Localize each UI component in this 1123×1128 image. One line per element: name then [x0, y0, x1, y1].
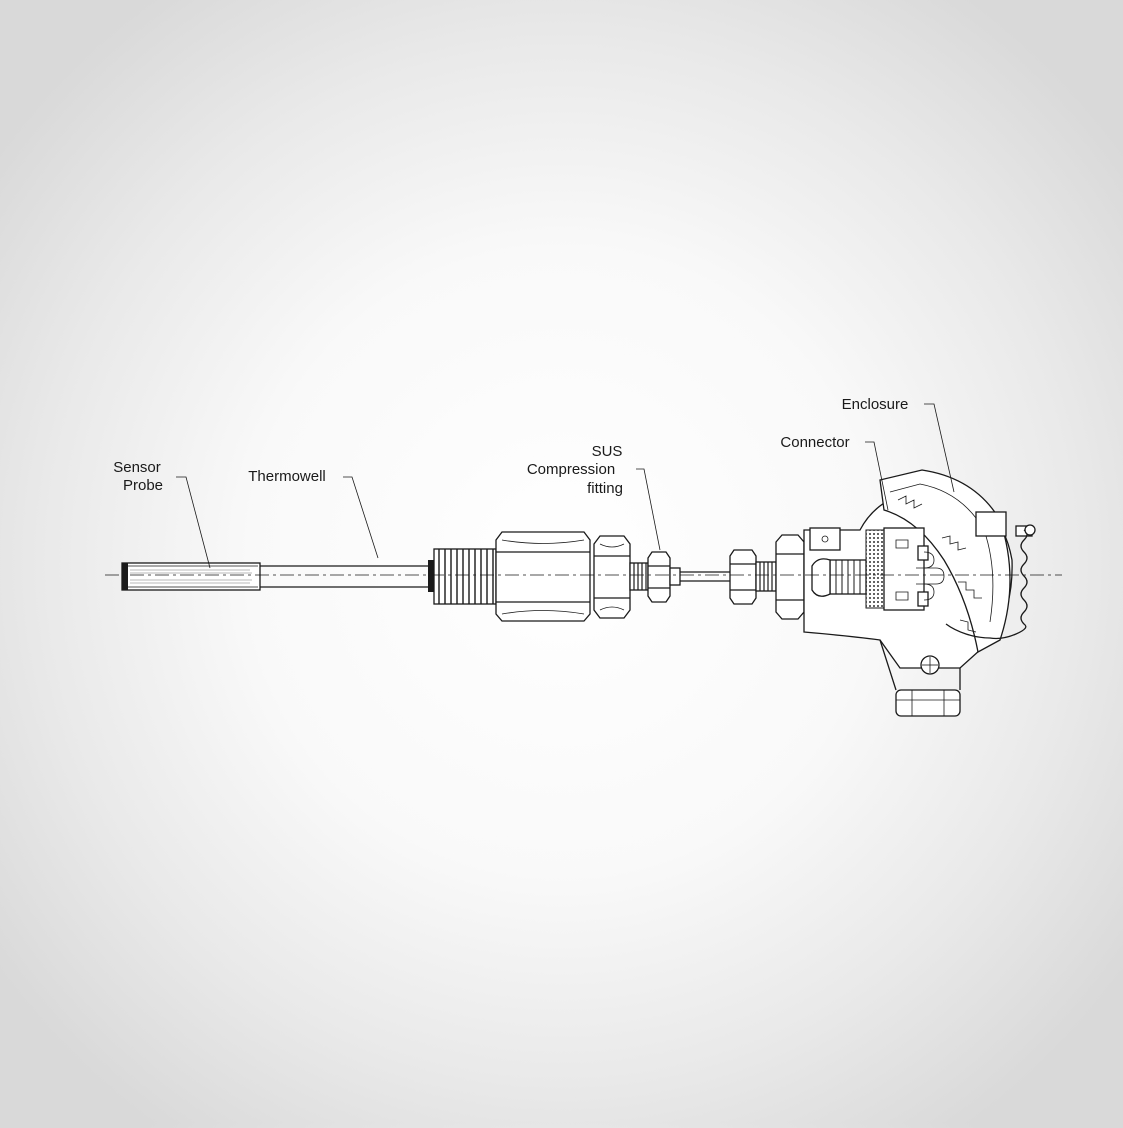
label-compression: Compression	[527, 461, 615, 478]
cap-chain	[945, 524, 1036, 640]
sheath-wire	[680, 571, 730, 582]
leader-lines	[176, 403, 955, 569]
sensor-probe	[121, 562, 261, 591]
thermowell-hex-body	[495, 531, 591, 622]
label-connector: Connector	[780, 434, 849, 451]
head-fitting	[729, 534, 805, 620]
thermowell	[260, 560, 434, 592]
label-fitting: fitting	[587, 480, 623, 497]
compression-nut-large	[593, 535, 631, 619]
label-enclosure: Enclosure	[842, 396, 909, 413]
connector	[811, 527, 945, 611]
label-thermowell: Thermowell	[248, 468, 326, 485]
compression-fitting	[629, 551, 681, 603]
label-sus: SUS	[592, 443, 623, 460]
enclosure	[803, 469, 1033, 717]
label-sensor: Sensor	[113, 459, 161, 476]
thermowell-thread	[433, 548, 497, 605]
label-probe: Probe	[123, 477, 163, 494]
